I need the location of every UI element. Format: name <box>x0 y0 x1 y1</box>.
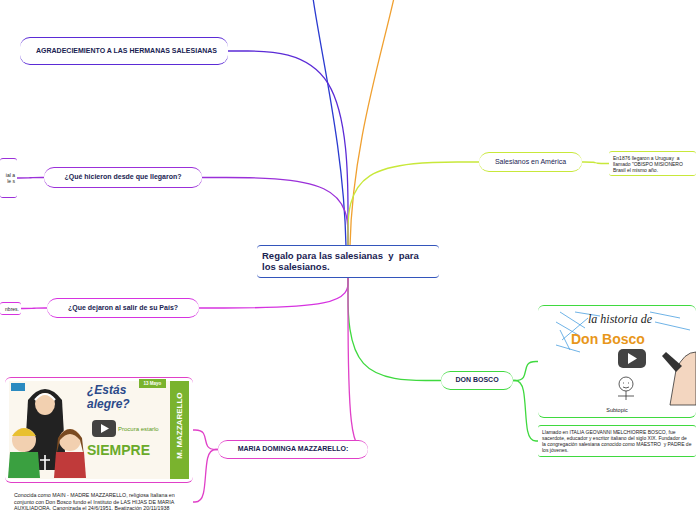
branch-connector <box>348 278 441 381</box>
topic-text: MARIA DOMINGA MAZZARELLO: <box>222 445 364 453</box>
topic-text: ial a le s <box>2 172 15 184</box>
note-text: Conocida como MAIN - MADRE MAZZARELLO, r… <box>13 488 193 516</box>
topic-text: Conocida como MAIN - MADRE MAZZARELLO, r… <box>14 492 192 511</box>
branch-line <box>313 0 346 246</box>
video-title: Don Bosco <box>571 331 651 347</box>
don-bosco-picture <box>541 308 696 405</box>
topic-text: En1876 llegaron a Uruguay a llamado "OBI… <box>613 155 692 173</box>
branch-connector <box>199 278 348 308</box>
branch-connector <box>193 430 218 450</box>
topic-text: nbres. <box>2 306 19 312</box>
subtopic-box: nbres. <box>0 302 21 315</box>
topic-text: ¿Qué hicieron desde que llegaron? <box>50 173 196 181</box>
topic-text: Salesianos en América <box>484 158 577 166</box>
main-topic: AGRADECIEMIENTO A LAS HERMANAS SALESIANA… <box>20 37 228 65</box>
video-box: 13 Mayo¿Estás alegre? Procura estarloSIEM… <box>5 377 193 483</box>
topic-text: Llamado en ITALIA GEOVANNI MELCHIORRE BO… <box>542 429 692 453</box>
poster-name: M. MAZZARELLO <box>175 378 184 474</box>
branch-connector <box>21 307 47 309</box>
main-topic: ¿Que dejaron al salir de su País? <box>47 298 199 318</box>
subtopic-box: En1876 llegaron a Uruguay a llamado "OBI… <box>609 151 696 176</box>
poster-text: Procura estarlo <box>118 426 178 433</box>
branch-connector <box>582 162 609 164</box>
main-topic: ¿Qué hicieron desde que llegaron? <box>44 167 202 188</box>
branch-connector <box>513 381 538 442</box>
branch-connector <box>17 177 44 179</box>
main-topic: DON BOSCO <box>441 371 513 390</box>
branch-connector <box>348 278 368 450</box>
video-box: la historia de Don BoscoSubtopic <box>538 305 696 418</box>
video-title: la historia de <box>588 313 688 327</box>
poster-text: SIEMPRE <box>87 442 167 458</box>
topic-text: Regalo para las salesianas y para los sa… <box>262 250 434 273</box>
branch-connector <box>193 450 218 503</box>
branch-connector <box>202 178 348 246</box>
subtopic-box: ial a le s <box>0 158 17 198</box>
main-topic: MARIA DOMINGA MAZZARELLO: <box>218 440 368 459</box>
topic-text: AGRADECIEMIENTO A LAS HERMANAS SALESIANA… <box>36 47 220 55</box>
date-tag: 13 Mayo <box>139 381 166 386</box>
branch-connector <box>228 51 348 245</box>
branch-connector <box>348 162 479 245</box>
topic-text: DON BOSCO <box>445 376 509 384</box>
topic-text: ¿Que dejaron al salir de su País? <box>53 304 193 312</box>
central-topic: Regalo para las salesianas y para los sa… <box>257 245 439 278</box>
poster-title: ¿Estás alegre? <box>87 384 167 412</box>
subtopic-caption: Subtopic <box>538 407 696 413</box>
branch-connector <box>513 362 538 381</box>
branch-line <box>350 0 394 246</box>
main-topic: Salesianos en América <box>479 152 582 172</box>
note-box: Llamado en ITALIA GEOVANNI MELCHIORRE BO… <box>538 425 696 457</box>
mazzarello-picture <box>8 379 189 479</box>
